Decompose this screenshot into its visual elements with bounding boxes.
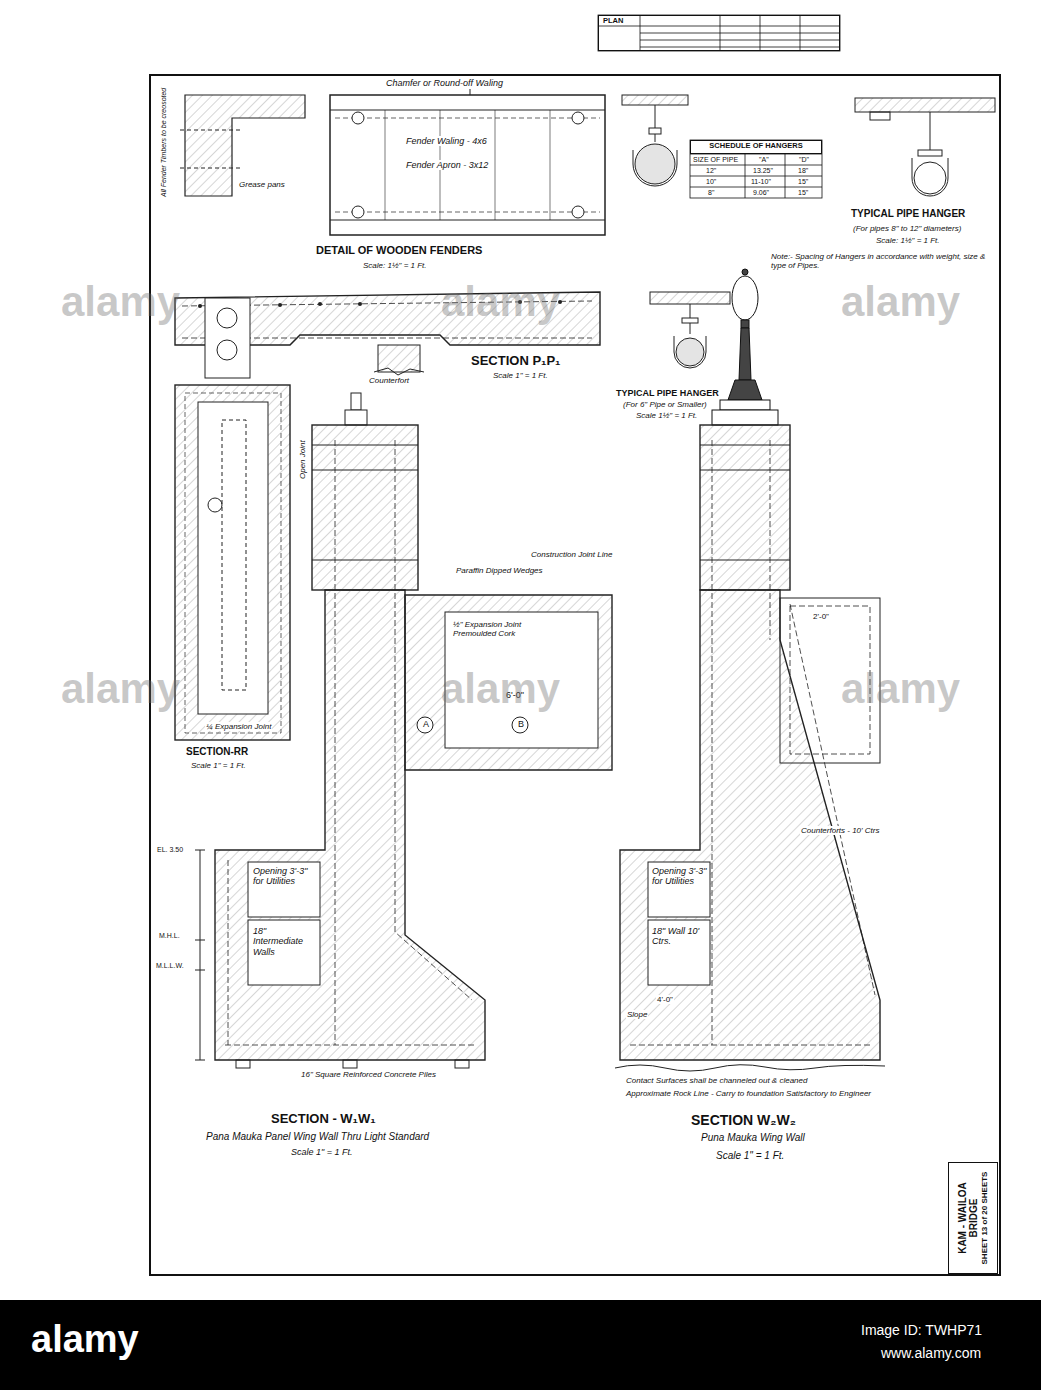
title-block-text: SHEET 13 of 20 SHEETS (980, 1167, 989, 1269)
part-name: Counterforts - 10' Ctrs (800, 826, 880, 835)
table-cell: "A" (758, 156, 770, 164)
part-name: 18" Intermediate Walls (252, 926, 318, 957)
watermark-url: www.alamy.com (880, 1345, 982, 1361)
scale-note: Scale 1" = 1 Ft. (492, 371, 549, 380)
note: (For 6" Pipe or Smaller) (622, 400, 708, 409)
note: Contact Surfaces shall be channeled out … (625, 1076, 808, 1085)
table-cell: 8" (707, 189, 715, 197)
note: (For pipes 8" to 12" diameters) (852, 224, 962, 233)
watermark: alamy (840, 665, 961, 713)
elevation-mark: EL. 3.50 (156, 846, 184, 854)
section-title: SECTION-RR (185, 746, 249, 758)
table-cell: 9.06" (752, 189, 770, 197)
watermark: alamy (440, 278, 561, 326)
note: Approximate Rock Line - Carry to foundat… (625, 1089, 872, 1098)
title-block: KAM - WAILOA BRIDGESHEET 13 of 20 SHEETS (948, 1162, 998, 1274)
section-title: SECTION W₂W₂ (690, 1112, 797, 1128)
dimension: 2'-0" (812, 612, 830, 621)
part-name: Fender Waling - 4x6 (405, 136, 488, 146)
note: Note:- Spacing of Hangers in accordance … (770, 252, 997, 270)
part-name: 16" Square Reinforced Concrete Piles (300, 1070, 437, 1079)
part-name: ¼ Expansion Joint (205, 722, 272, 731)
detail-title: DETAIL OF WOODEN FENDERS (315, 244, 483, 257)
part-name: Opening 3'-3" for Utilities (252, 866, 318, 887)
table-cell: 15" (797, 189, 809, 197)
callout-letter: B (517, 719, 525, 729)
watermark: alamy (840, 278, 961, 326)
title-stamp: PLAN (598, 15, 840, 51)
watermark-logo: alamy (30, 1318, 140, 1362)
callout-letter: A (422, 719, 430, 729)
part-name: Opening 3'-3" for Utilities (651, 866, 709, 887)
title-block-text: KAM - WAILOA BRIDGE (957, 1167, 980, 1269)
section-title: SECTION P₁P₁ (470, 354, 562, 369)
section-title: SECTION - W₁W₁ (270, 1112, 377, 1127)
elevation-mark: M.H.L. (158, 932, 181, 940)
dimension: 4'-0" (656, 995, 674, 1004)
scale-note: Scale 1" = 1 Ft. (190, 761, 247, 770)
part-name: ½" Expansion Joint Premoulded Cork (452, 620, 544, 638)
hanger-schedule-table: SCHEDULE OF HANGERS (690, 140, 822, 154)
note: Chamfer or Round-off Waling (385, 78, 504, 88)
table-cell: 13.25" (752, 167, 774, 175)
watermark: alamy (60, 278, 181, 326)
part-name: Grease pans (238, 180, 286, 189)
detail-title: TYPICAL PIPE HANGER (615, 388, 720, 398)
part-name: Fender Apron - 3x12 (405, 160, 489, 170)
section-subtitle: Pana Mauka Panel Wing Wall Thru Light St… (205, 1131, 430, 1143)
table-cell: 15" (797, 178, 809, 186)
scale-note: Scale 1" = 1 Ft. (290, 1147, 353, 1157)
part-name: Slope (626, 1010, 648, 1019)
scale-note: Scale 1" = 1 Ft. (715, 1150, 785, 1162)
elevation-mark: M.L.L.W. (155, 962, 185, 970)
hanger-schedule-table-text: SCHEDULE OF HANGERS (693, 142, 819, 151)
watermark: alamy (60, 665, 181, 713)
part-name: Paraffin Dipped Wedges (455, 566, 544, 575)
table-cell: 11-10" (750, 178, 772, 186)
scale-note: Scale: 1½" = 1 Ft. (362, 261, 428, 270)
scale-note: Scale 1½" = 1 Ft. (635, 411, 698, 420)
watermark: alamy (440, 665, 561, 713)
scale-note: Scale: 1½" = 1 Ft. (875, 236, 941, 245)
detail-title: TYPICAL PIPE HANGER (850, 208, 966, 220)
part-name: Counterfort (368, 376, 410, 385)
image-id: Image ID: TWHP71 (860, 1322, 983, 1338)
note: All Fender Timbers to be creosoted (160, 87, 168, 198)
table-cell: 10" (705, 178, 717, 186)
table-cell: 12" (705, 167, 717, 175)
table-cell: SIZE OF PIPE (692, 156, 739, 164)
part-name: 18" Wall 10' Ctrs. (651, 926, 709, 947)
part-name: Construction Joint Line (530, 550, 613, 559)
part-name: Open Joint (298, 439, 307, 480)
table-cell: 18" (797, 167, 809, 175)
section-subtitle: Puna Mauka Wing Wall (700, 1132, 806, 1144)
table-cell: "D" (798, 156, 810, 164)
title-stamp-text: PLAN (603, 17, 835, 26)
